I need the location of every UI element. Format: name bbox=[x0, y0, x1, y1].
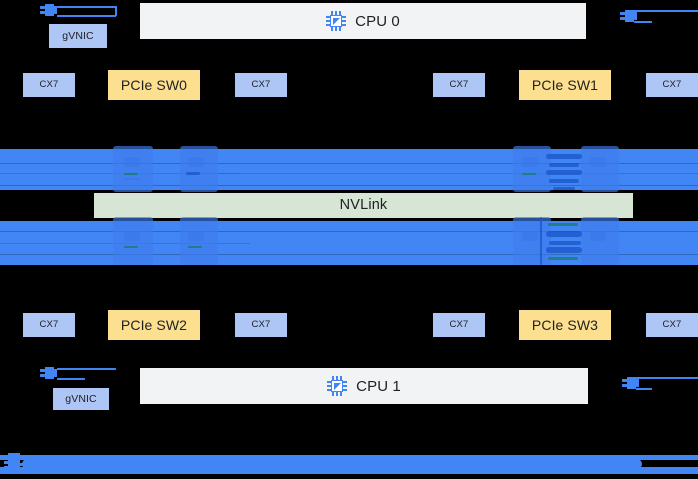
nic-card-icon-bottom-right bbox=[622, 375, 698, 393]
gpu-row-top bbox=[0, 146, 698, 192]
pcie-switch-box-0[interactable]: PCIe SW0 bbox=[108, 70, 200, 100]
gvnic-label-0: gVNIC bbox=[62, 29, 94, 42]
nvlink-label: NVLink bbox=[339, 197, 388, 214]
cx7-box-6[interactable]: CX7 bbox=[433, 313, 485, 337]
network-fabric-bar-core bbox=[22, 459, 642, 469]
cx7-box-0[interactable]: CX7 bbox=[23, 73, 75, 97]
network-fabric-bar-lower bbox=[0, 467, 698, 474]
cx7-box-3[interactable]: CX7 bbox=[646, 73, 698, 97]
nic-card-icon-bottom-left bbox=[40, 365, 116, 383]
cx7-label-4: CX7 bbox=[39, 319, 59, 331]
network-fabric-bar-upper bbox=[0, 455, 698, 460]
cx7-label-3: CX7 bbox=[662, 79, 682, 91]
pcie-switch-label-1: PCIe SW1 bbox=[531, 77, 599, 93]
cx7-label-2: CX7 bbox=[449, 79, 469, 91]
cx7-box-1[interactable]: CX7 bbox=[235, 73, 287, 97]
cx7-box-7[interactable]: CX7 bbox=[646, 313, 698, 337]
nvlink-box[interactable]: NVLink bbox=[94, 193, 633, 218]
cx7-label-7: CX7 bbox=[662, 319, 682, 331]
cpu-label-0: CPU 0 bbox=[355, 12, 400, 30]
pcie-switch-label-3: PCIe SW3 bbox=[531, 317, 599, 333]
cpu-label-1: CPU 1 bbox=[356, 377, 401, 395]
nic-card-icon-top-right bbox=[620, 8, 698, 26]
cpu-box-0[interactable]: CPU 0 bbox=[140, 3, 586, 39]
gpu-row-bottom bbox=[0, 217, 698, 265]
cx7-label-6: CX7 bbox=[449, 319, 469, 331]
cpu-chip-icon-0 bbox=[326, 11, 347, 31]
cpu-chip-icon-1 bbox=[327, 376, 348, 396]
cx7-label-5: CX7 bbox=[251, 319, 271, 331]
pcie-switch-label-2: PCIe SW2 bbox=[120, 317, 188, 333]
cx7-label-1: CX7 bbox=[251, 79, 271, 91]
pcie-switch-box-2[interactable]: PCIe SW2 bbox=[108, 310, 200, 340]
pcie-switch-label-0: PCIe SW0 bbox=[120, 77, 188, 93]
cx7-box-4[interactable]: CX7 bbox=[23, 313, 75, 337]
pcie-switch-box-1[interactable]: PCIe SW1 bbox=[519, 70, 611, 100]
cx7-box-2[interactable]: CX7 bbox=[433, 73, 485, 97]
cx7-box-5[interactable]: CX7 bbox=[235, 313, 287, 337]
gvnic-label-1: gVNIC bbox=[65, 392, 97, 405]
cpu-box-1[interactable]: CPU 1 bbox=[140, 368, 588, 404]
pcie-switch-box-3[interactable]: PCIe SW3 bbox=[519, 310, 611, 340]
nic-card-icon-top-left bbox=[40, 2, 117, 20]
gvnic-box-0[interactable]: gVNIC bbox=[49, 24, 107, 48]
cx7-label-0: CX7 bbox=[39, 79, 59, 91]
gvnic-box-1[interactable]: gVNIC bbox=[53, 388, 109, 410]
